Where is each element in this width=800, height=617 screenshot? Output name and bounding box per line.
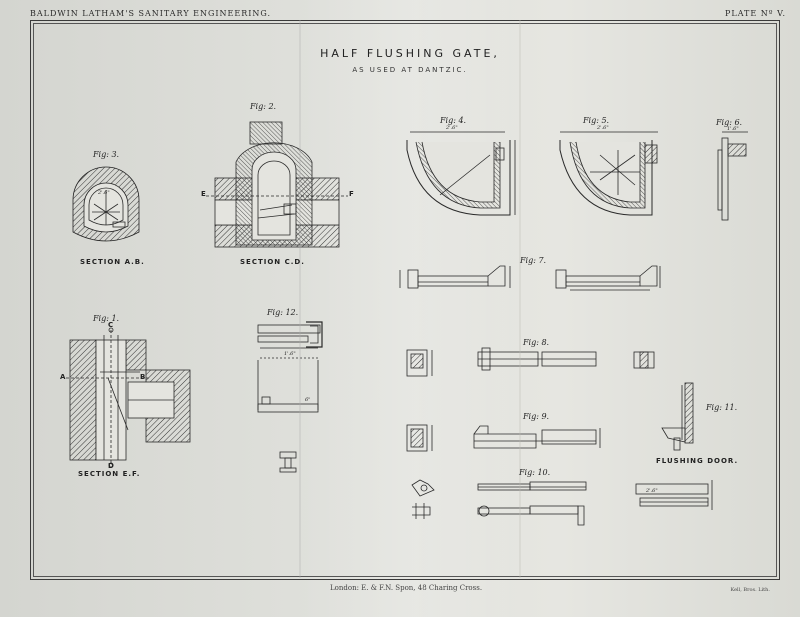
dim-fig3-width: 2'.6"	[98, 190, 110, 196]
fig1-label: Fig: 1.	[93, 314, 120, 323]
dim-fig6-width: 1'.6"	[727, 126, 739, 132]
book-header: BALDWIN LATHAM'S SANITARY ENGINEERING.	[30, 9, 272, 18]
fig8-drawing	[406, 347, 655, 377]
letter-b: B	[140, 373, 147, 381]
letter-c: C	[108, 321, 115, 329]
fig3-label: Fig: 3.	[93, 150, 120, 159]
fig7-right-drawing	[555, 265, 661, 291]
section-ef-label: SECTION E.F.	[78, 470, 141, 478]
fig6-label: Fig: 6.	[716, 118, 743, 127]
dim-fig12-depth: 6"	[305, 397, 311, 403]
fig11-label: Fig: 11.	[706, 403, 738, 412]
plate-number: PLATE Nº V.	[725, 9, 786, 18]
outer-border	[30, 20, 780, 580]
fig9-label: Fig: 9.	[523, 412, 550, 421]
flushing-door-label: FLUSHING DOOR.	[656, 457, 739, 465]
fig11-flushing-door-drawing	[635, 382, 713, 510]
publisher-imprint: London: E. & F.N. Spon, 48 Charing Cross…	[330, 584, 483, 592]
section-cd-label: SECTION C.D.	[240, 258, 305, 266]
fig6-drawing	[717, 131, 748, 221]
dim-fig11-length: 2'.6"	[646, 488, 658, 494]
letter-e: E	[201, 190, 207, 198]
fig1-section-ef-drawing	[66, 327, 191, 468]
fig5-drawing	[559, 131, 658, 216]
section-ab-label: SECTION A.B.	[80, 258, 145, 266]
fig5-label: Fig: 5.	[583, 116, 610, 125]
fig12-label: Fig: 12.	[267, 308, 299, 317]
fig12-drawing	[257, 321, 323, 473]
letter-d: D	[108, 462, 115, 470]
fig7-left-drawing	[399, 265, 511, 289]
fig2-label: Fig: 2.	[250, 102, 277, 111]
letter-f: F	[349, 190, 355, 198]
inner-border	[33, 23, 777, 577]
fig2-section-cd-drawing	[206, 121, 348, 248]
fig10-drawing	[411, 479, 587, 526]
fig3-section-ab-drawing	[72, 166, 140, 242]
fig9-drawing	[406, 424, 601, 452]
dim-fig4-width: 2'.6"	[446, 125, 458, 131]
fig4-label: Fig: 4.	[440, 116, 467, 125]
fig8-label: Fig: 8.	[523, 338, 550, 347]
fig7-label: Fig: 7.	[520, 256, 547, 265]
fig10-label: Fig: 10.	[519, 468, 551, 477]
fig4-drawing	[406, 131, 516, 216]
dim-fig5-width: 2'.6"	[597, 125, 609, 131]
dim-fig12-width: 1'.6"	[284, 351, 296, 357]
plate-subtitle: AS USED AT DANTZIC.	[352, 66, 468, 74]
letter-a: A	[60, 373, 67, 381]
lithographer-credit: Kell, Bros. Lith.	[730, 587, 771, 593]
plate-title: HALF FLUSHING GATE,	[320, 47, 500, 60]
